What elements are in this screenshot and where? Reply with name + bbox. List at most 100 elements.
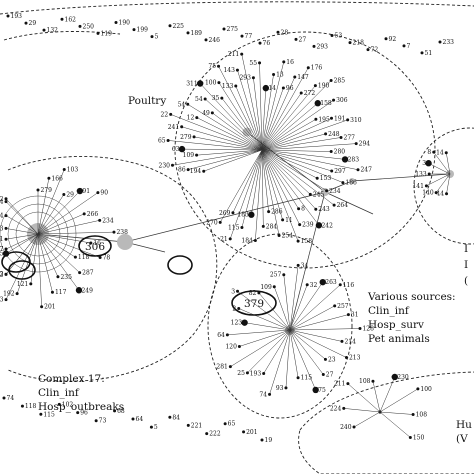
node-poultry-27 <box>306 66 310 70</box>
node-poultry-31 <box>314 100 321 107</box>
label-poultry-19: 211 <box>228 51 239 58</box>
node-poultry-34 <box>330 116 334 120</box>
node-poultry-6 <box>192 135 196 139</box>
node-bottom-8 <box>149 425 153 429</box>
left-top-boundary <box>3 31 121 41</box>
spoke-poultry-58 <box>251 149 263 215</box>
node-poultry-52 <box>296 239 300 243</box>
spoke-various-13 <box>289 329 316 391</box>
node-poultry-47 <box>308 192 312 196</box>
label-various-18: 25 <box>237 370 245 377</box>
node-complex17-9 <box>89 241 93 245</box>
label-poultry-7: 241 <box>168 124 179 131</box>
various-boundary <box>207 233 353 419</box>
spoke-human-6 <box>379 411 414 415</box>
node-bottom-4 <box>76 411 80 415</box>
label-complex17-5: 90 <box>100 190 108 197</box>
spoke-right-1 <box>435 173 451 193</box>
node-poultry-21 <box>258 61 262 65</box>
label-poultry-45: 234 <box>329 188 341 195</box>
label-top-0: 193 <box>11 13 23 20</box>
node-various-17 <box>262 371 266 375</box>
node-complex17-23 <box>4 247 8 251</box>
label-complex17-10: 78 <box>103 254 111 261</box>
label-poultry-38: 294 <box>359 141 371 148</box>
spoke-various-5 <box>289 284 341 331</box>
spoke-human-3 <box>372 381 381 413</box>
spoke-complex17-7 <box>37 220 100 235</box>
spoke-complex17-22 <box>5 233 39 254</box>
node-various-0 <box>272 285 276 289</box>
node-poultry-42 <box>330 169 334 173</box>
label-various-25: 82 <box>249 290 257 297</box>
spoke-poultry-9 <box>196 117 263 151</box>
st379-ring <box>231 290 277 316</box>
node-poultry-43 <box>341 181 345 185</box>
node-poultry-59 <box>240 225 244 229</box>
label-various-12: 27 <box>326 372 334 379</box>
spoke-poultry-34 <box>261 118 332 151</box>
spoke-various-6 <box>289 305 335 331</box>
spoke-human-4 <box>379 376 395 413</box>
spoke-poultry-23 <box>261 74 274 151</box>
label-complex17-15: 117 <box>55 289 67 296</box>
node-top-10 <box>186 31 190 35</box>
node-poultry-46 <box>332 203 336 207</box>
label-poultry-50: 8 <box>301 206 305 213</box>
label-poultry-4: 63 <box>172 146 180 153</box>
node-complex17-21 <box>4 272 8 276</box>
spoke-various-20 <box>239 329 291 347</box>
label-human-3: 108 <box>359 378 371 385</box>
spoke-complex17-2 <box>37 169 65 235</box>
spoke-poultry-1 <box>188 149 263 170</box>
spoke-poultry-5 <box>168 140 263 151</box>
label-top-12: 275 <box>227 26 239 33</box>
right-edge-label-3: ( <box>464 275 468 287</box>
label-various-8: 128 <box>362 326 374 333</box>
node-complex17-12 <box>78 271 82 275</box>
label-bottom-3: 102 <box>62 401 74 408</box>
label-complex17-28: 44 <box>0 199 4 206</box>
node-poultry-58 <box>248 211 255 218</box>
spoke-poultry-37 <box>261 137 342 151</box>
spoke-poultry-49 <box>261 149 320 226</box>
node-various-14 <box>296 376 300 380</box>
node-top-4 <box>78 24 82 28</box>
label-complex17-20: 283 <box>0 271 4 278</box>
label-top-20: 72 <box>371 47 379 54</box>
label-various-16: 74 <box>259 391 267 398</box>
node-poultry-11 <box>210 111 214 115</box>
spoke-various-21 <box>227 329 291 336</box>
label-human-1: 224 <box>330 405 342 412</box>
node-poultry-16 <box>217 64 221 68</box>
label-complex17-11: 118 <box>78 254 90 261</box>
label-poultry-22: 14 <box>268 85 276 92</box>
node-complex17-15 <box>50 290 54 294</box>
human-label-fragment-2: (V <box>456 433 468 445</box>
node-poultry-0 <box>202 169 206 173</box>
spoke-poultry-11 <box>212 112 263 151</box>
label-bottom-6: 68 <box>117 408 125 415</box>
spoke-poultry-10 <box>187 104 263 151</box>
spoke-poultry-47 <box>261 149 311 195</box>
node-complex17-26 <box>4 214 8 218</box>
spoke-poultry-42 <box>261 149 332 172</box>
node-poultry-37 <box>339 135 343 139</box>
various-line-3: Pet animals <box>368 333 430 345</box>
node-right-2 <box>424 184 428 188</box>
label-bottom-2: 115 <box>43 411 55 418</box>
spoke-poultry-56 <box>261 149 264 227</box>
label-top-9: 225 <box>173 23 185 30</box>
spoke-right-4 <box>428 163 451 175</box>
label-poultry-42: 297 <box>334 168 346 175</box>
label-human-0: 240 <box>340 424 352 431</box>
node-poultry-24 <box>282 60 286 64</box>
node-top-1 <box>24 21 28 25</box>
node-bottom-3 <box>57 402 61 406</box>
node-various-1 <box>282 273 286 277</box>
node-top-12 <box>222 27 226 31</box>
spoke-various-14 <box>289 329 299 378</box>
node-complex17-28 <box>4 200 8 204</box>
label-right-4: 3 <box>422 160 426 167</box>
node-poultry-35 <box>346 118 350 122</box>
